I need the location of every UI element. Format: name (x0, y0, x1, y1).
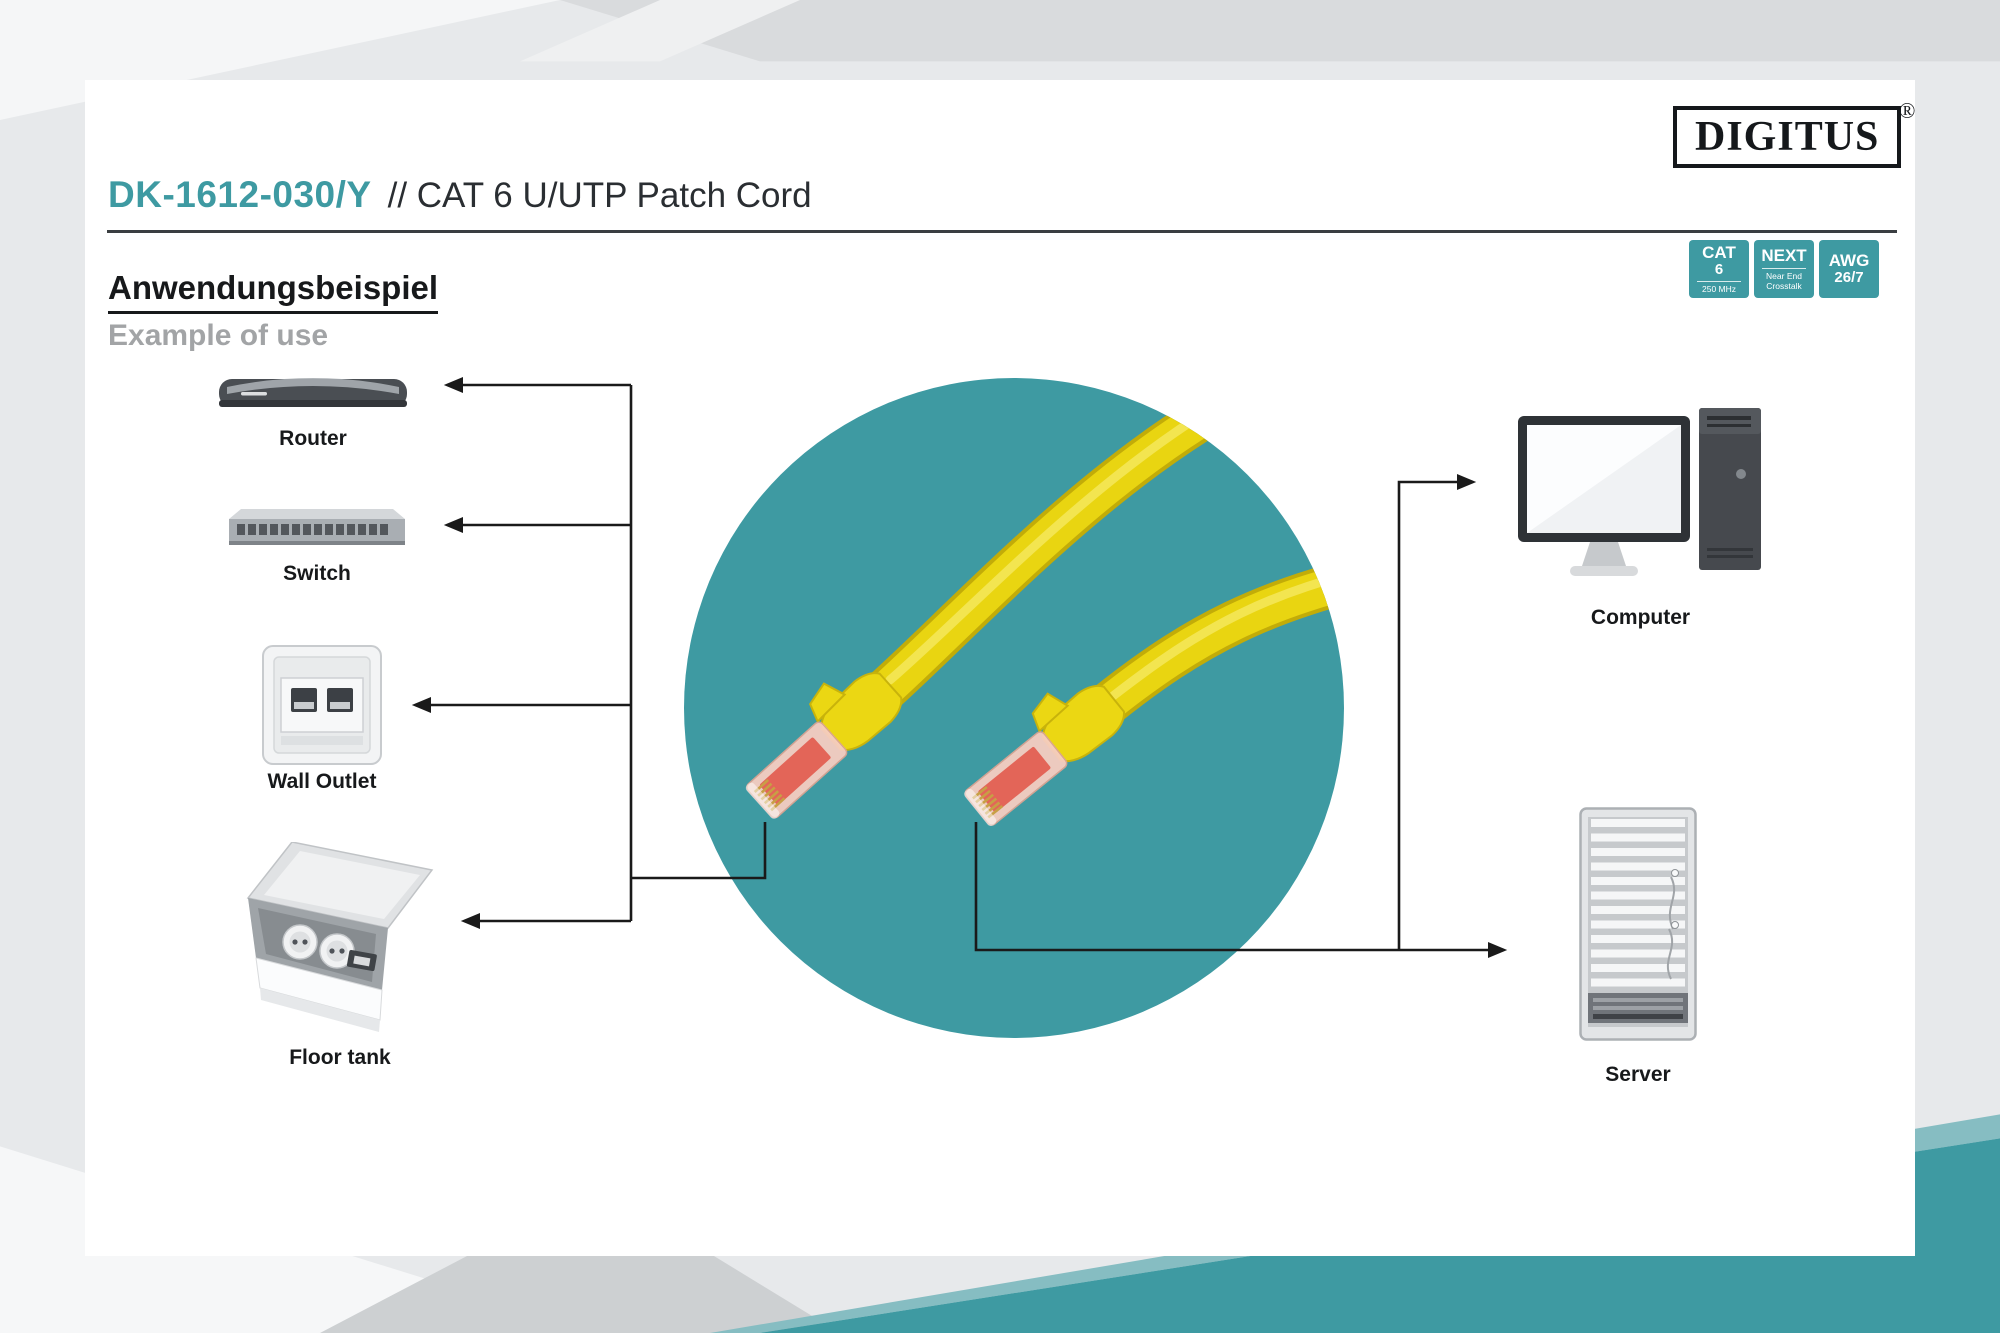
connection-arrows (411, 377, 1508, 958)
wall-outlet-icon (262, 645, 382, 765)
arrow-to-computer (1397, 474, 1477, 950)
spec-badges: CAT 6 250 MHz NEXT Near End Crosstalk AW… (1689, 240, 1879, 298)
switch-label: Switch (283, 562, 351, 585)
section-heading-english: Example of use (108, 319, 329, 352)
badge-divider (1762, 267, 1806, 269)
badge-awg-value: 26/7 (1834, 269, 1864, 287)
product-title: DK-1612-030/Y // CAT 6 U/UTP Patch Cord (108, 174, 812, 216)
device-router: Router (217, 367, 409, 451)
device-server: Server (1578, 807, 1698, 1087)
router-icon (219, 378, 407, 407)
section-heading-german: Anwendungsbeispiel (108, 269, 439, 315)
computer-icon (1518, 408, 1761, 576)
content-card: DIGITUS ® DK-1612-030/Y // CAT 6 U/UTP P… (85, 80, 1915, 1256)
device-computer: Computer (1518, 408, 1763, 630)
title-divider-line (107, 230, 1897, 233)
badge-next-title: NEXT (1761, 245, 1807, 265)
badge-divider (1697, 280, 1741, 282)
application-diagram (411, 377, 1508, 1038)
arrow-to-server (974, 822, 1508, 958)
floor-tank-label: Floor tank (289, 1046, 391, 1069)
switch-icon (229, 509, 405, 545)
brand-logo: DIGITUS ® (1673, 98, 1915, 168)
product-name: // CAT 6 U/UTP Patch Cord (387, 176, 812, 215)
computer-label: Computer (1590, 606, 1691, 629)
badge-cat6-freq: 250 MHz (1701, 283, 1736, 294)
server-label: Server (1605, 1063, 1671, 1086)
brand-logo-text: DIGITUS (1695, 114, 1880, 160)
badge-cat6-title: CAT (1702, 243, 1736, 263)
registered-trademark-symbol: ® (1898, 98, 1916, 123)
badge-next-line2: Crosstalk (1766, 280, 1802, 291)
product-code: DK-1612-030/Y (108, 174, 372, 215)
teal-circle (684, 378, 1344, 1038)
badge-cat6: CAT 6 250 MHz (1689, 240, 1749, 298)
badge-awg: AWG 26/7 (1819, 240, 1879, 298)
badge-awg-title: AWG (1828, 251, 1870, 271)
badge-next-line1: Near End (1766, 270, 1802, 281)
device-switch: Switch (227, 505, 407, 586)
device-wall-outlet: Wall Outlet (261, 644, 383, 794)
badge-cat6-value: 6 (1714, 260, 1724, 278)
floor-tank-icon (246, 842, 434, 1032)
badge-next: NEXT Near End Crosstalk (1754, 240, 1814, 298)
left-cable-branch (631, 822, 767, 880)
server-icon (1579, 807, 1697, 1041)
router-label: Router (279, 427, 347, 450)
device-floor-tank: Floor tank (240, 842, 440, 1070)
wall-outlet-label: Wall Outlet (267, 770, 377, 793)
